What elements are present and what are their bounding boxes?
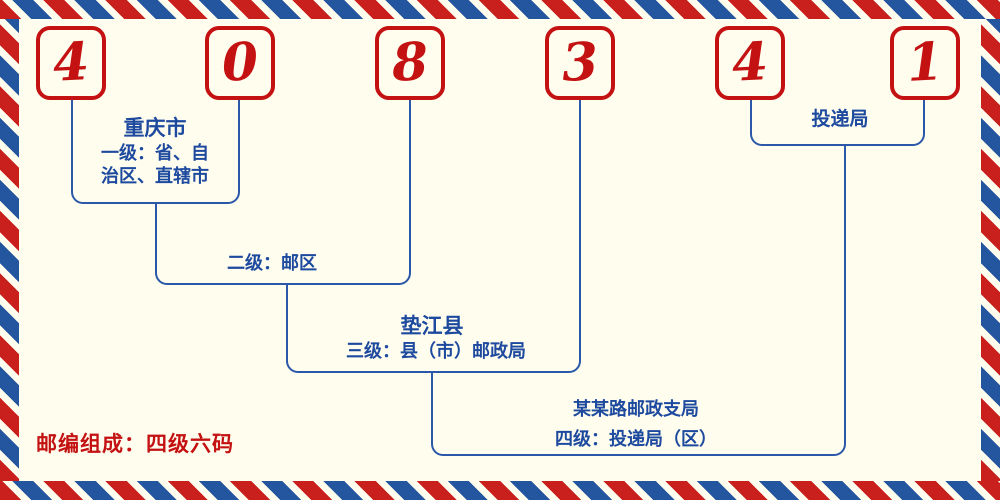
delivery-office-label: 投递局 (811, 109, 869, 130)
connector-level3-left (286, 285, 431, 373)
level3-desc-label: 三级：县（市）邮政局 (346, 341, 526, 361)
digit-6: 1 (905, 31, 945, 94)
digit-1: 4 (51, 31, 91, 94)
digit-4: 3 (560, 31, 600, 94)
connector-delivery-bracket (750, 100, 925, 146)
digit-box-6: 1 (890, 26, 960, 100)
digit-box-3: 8 (375, 26, 445, 100)
digit-box-5: 4 (715, 26, 785, 100)
digit-box-1: 4 (36, 26, 106, 100)
connector-level4-left (431, 373, 636, 456)
connector-level2-left (155, 204, 286, 285)
footer-note: 邮编组成：四级六码 (36, 433, 234, 456)
level2-desc-label: 二级：邮区 (227, 253, 317, 273)
airmail-border-top (0, 0, 1000, 19)
digit-box-2: 0 (205, 26, 275, 100)
connector-level3-right (431, 100, 581, 373)
airmail-border-bottom (0, 481, 1000, 500)
level4-branch-label: 某某路邮政支局 (573, 399, 699, 419)
airmail-border-right (981, 19, 1000, 481)
digit-3: 8 (390, 31, 430, 94)
digit-box-4: 3 (545, 26, 615, 100)
connector-level4-right (636, 145, 846, 456)
digit-5: 4 (730, 31, 770, 94)
level1-desc-line2: 治区、直辖市 (101, 166, 209, 186)
level4-desc-label: 四级：投递局（区） (555, 429, 717, 449)
level1-desc-line1: 一级：省、自 (101, 143, 209, 163)
airmail-border-left (0, 19, 19, 481)
connector-level2-right (286, 100, 411, 285)
digit-2: 0 (220, 31, 260, 94)
connector-level1-bracket (71, 100, 240, 204)
level3-county-label: 垫江县 (400, 315, 464, 338)
level1-city-label: 重庆市 (123, 117, 187, 140)
